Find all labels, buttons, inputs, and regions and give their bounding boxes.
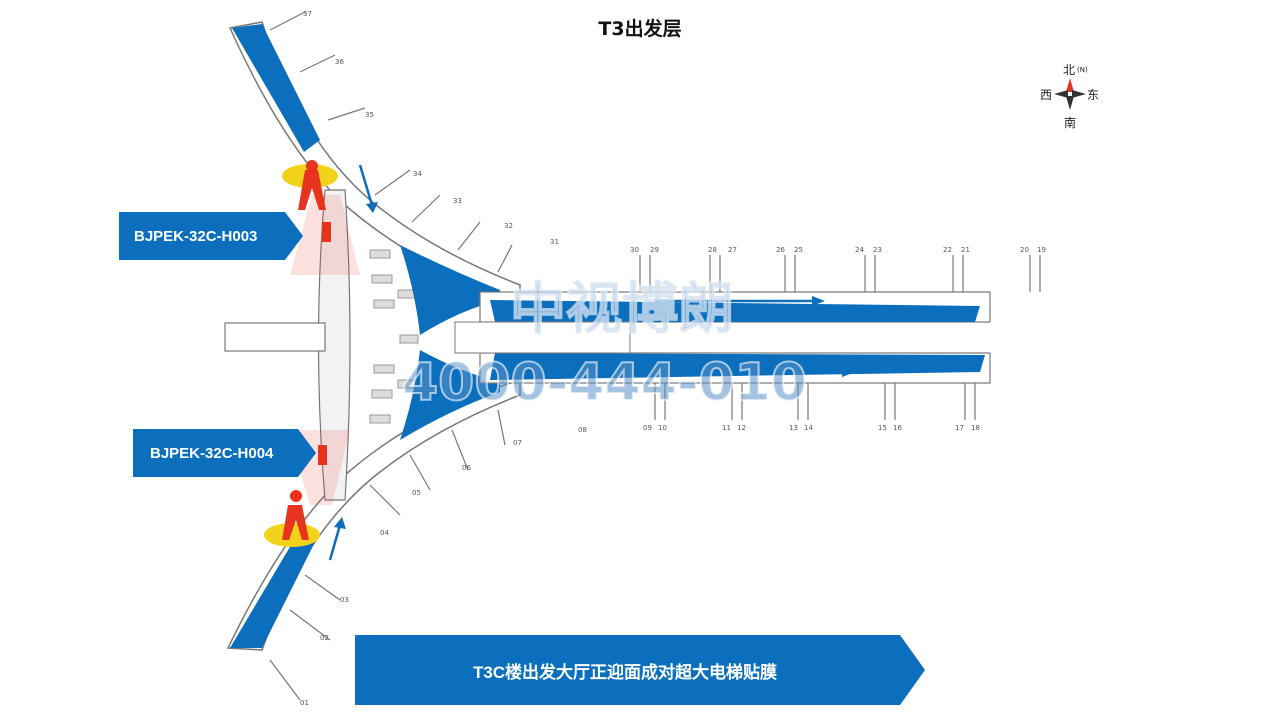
gate-22: 22 <box>943 246 952 254</box>
gate-02: 02 <box>320 634 329 642</box>
gate-13: 13 <box>789 424 798 432</box>
label-h003-shape <box>119 212 303 260</box>
compass: 北 (N) 西 东 南 <box>1040 63 1099 130</box>
gate-30: 30 <box>630 246 639 254</box>
compass-west: 西 <box>1040 88 1052 102</box>
main-hall <box>224 189 419 501</box>
gate-08: 08 <box>578 426 587 434</box>
compass-south: 南 <box>1064 115 1076 130</box>
compass-north-en: (N) <box>1077 66 1088 74</box>
gate-34: 34 <box>413 170 422 178</box>
gate-32: 32 <box>504 222 513 230</box>
lower-pier <box>226 378 521 701</box>
gate-24: 24 <box>855 246 864 254</box>
compass-north: 北 <box>1063 63 1075 77</box>
gate-17: 17 <box>955 424 964 432</box>
gate-04: 04 <box>380 529 389 537</box>
map-title: T3出发层 <box>598 18 682 40</box>
gate-37: 37 <box>303 10 312 18</box>
gate-29: 29 <box>650 246 659 254</box>
gate-36: 36 <box>335 58 344 66</box>
gate-labels: 30 29 28 27 26 25 24 23 22 21 20 19 09 1… <box>300 10 1046 707</box>
gate-15: 15 <box>878 424 887 432</box>
gate-20: 20 <box>1020 246 1029 254</box>
departure-zone-lower <box>400 350 500 440</box>
gate-21: 21 <box>961 246 970 254</box>
gate-31: 31 <box>550 238 559 246</box>
gate-35: 35 <box>365 111 374 119</box>
gate-06: 06 <box>462 464 471 472</box>
label-h003: BJPEK-32C-H003 <box>134 227 258 245</box>
gate-27: 27 <box>728 246 737 254</box>
gate-12: 12 <box>737 424 746 432</box>
label-h004-shape <box>133 429 316 477</box>
gate-05: 05 <box>412 489 421 497</box>
departure-zone-upper <box>400 245 500 335</box>
compass-east: 东 <box>1087 88 1099 102</box>
gate-28: 28 <box>708 246 717 254</box>
gate-07: 07 <box>513 439 522 447</box>
gate-16: 16 <box>893 424 902 432</box>
watermark-phone: 4000-444-010 <box>402 353 807 413</box>
flow-arrows <box>328 164 855 561</box>
ad-location-upper <box>282 160 360 275</box>
east-piers <box>454 255 1041 420</box>
gate-01: 01 <box>300 699 309 707</box>
compass-north-arrow-icon <box>1066 78 1074 92</box>
gate-03: 03 <box>340 596 349 604</box>
watermark-name: 中视博朗 <box>510 277 734 342</box>
gate-33: 33 <box>453 197 462 205</box>
gate-23: 23 <box>873 246 882 254</box>
gate-25: 25 <box>794 246 803 254</box>
gate-26: 26 <box>776 246 785 254</box>
banner-shape <box>355 635 925 705</box>
gate-11: 11 <box>722 424 731 432</box>
banner-caption: T3C楼出发大厅正迎面成对超大电梯贴膜 <box>472 662 778 682</box>
gate-19: 19 <box>1037 246 1046 254</box>
gate-18: 18 <box>971 424 980 432</box>
gate-14: 14 <box>804 424 813 432</box>
gate-09: 09 <box>643 424 652 432</box>
gate-10: 10 <box>658 424 667 432</box>
label-h004: BJPEK-32C-H004 <box>150 444 274 462</box>
